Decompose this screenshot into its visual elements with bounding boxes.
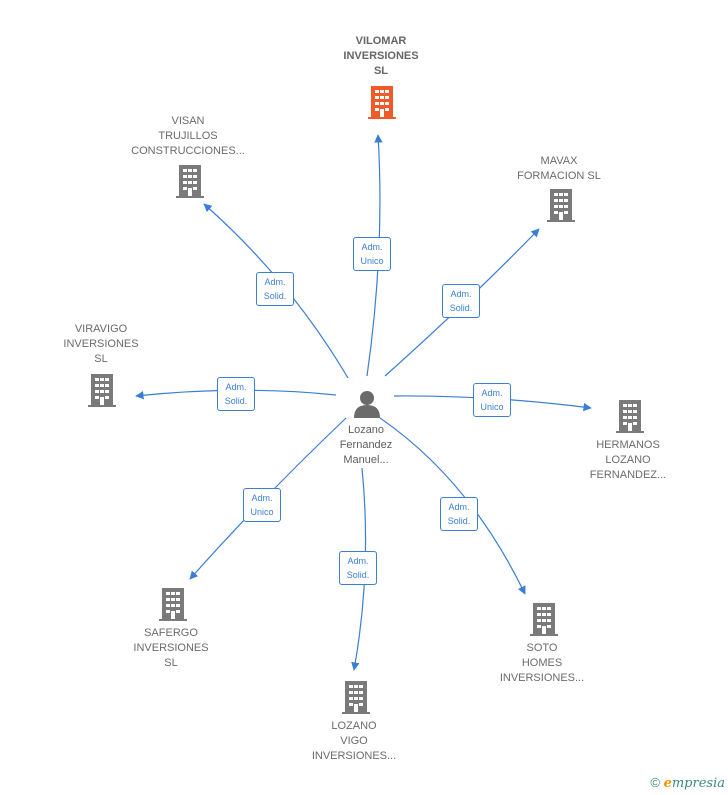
building-icon-mavax[interactable]: [547, 189, 575, 222]
building-icon-lozano-vigo[interactable]: [342, 681, 370, 714]
node-label-visan[interactable]: VISAN TRUJILLOS CONSTRUCCIONES...: [131, 115, 245, 157]
node-label-hermanos[interactable]: HERMANOS LOZANO FERNANDEZ...: [589, 439, 667, 481]
node-label-safergo[interactable]: SAFERGO INVERSIONES SL: [133, 627, 209, 669]
edge-label-vilomar: Adm.Unico: [353, 237, 391, 271]
node-label-mavax[interactable]: MAVAX FORMACION SL: [517, 155, 601, 182]
building-icon-hermanos[interactable]: [616, 400, 644, 433]
center-person-label[interactable]: Lozano Fernandez Manuel...: [339, 424, 393, 466]
edge-label-safergo: Adm.Unico: [243, 488, 281, 522]
person-icon[interactable]: [354, 391, 380, 418]
edge-label-mavax: Adm.Solid.: [442, 284, 480, 318]
edge-label-hermanos: Adm.Unico: [473, 383, 511, 417]
building-icon-vilomar[interactable]: [368, 86, 396, 119]
node-label-soto[interactable]: SOTO HOMES INVERSIONES...: [499, 642, 585, 684]
edge-label-soto: Adm.Solid.: [440, 497, 478, 531]
node-label-vilomar[interactable]: VILOMAR INVERSIONES SL: [343, 35, 419, 77]
edge-label-visan: Adm.Solid.: [256, 272, 294, 306]
building-icon-safergo[interactable]: [159, 588, 187, 621]
building-icon-soto[interactable]: [530, 603, 558, 636]
node-label-lozano-vigo[interactable]: LOZANO VIGO INVERSIONES...: [311, 720, 397, 762]
copyright-icon: ©: [650, 775, 660, 790]
node-label-viravigo[interactable]: VIRAVIGO INVERSIONES SL: [63, 323, 139, 365]
edge-label-lozano-vigo: Adm.Solid.: [339, 551, 377, 585]
empresia-logo: empresia: [663, 776, 725, 791]
building-icon-visan[interactable]: [176, 165, 204, 198]
footer-brand[interactable]: © empresia: [650, 775, 725, 791]
edge-label-viravigo: Adm.Solid.: [217, 377, 255, 411]
edge-soto: [379, 417, 526, 595]
building-icon-viravigo[interactable]: [88, 374, 116, 407]
